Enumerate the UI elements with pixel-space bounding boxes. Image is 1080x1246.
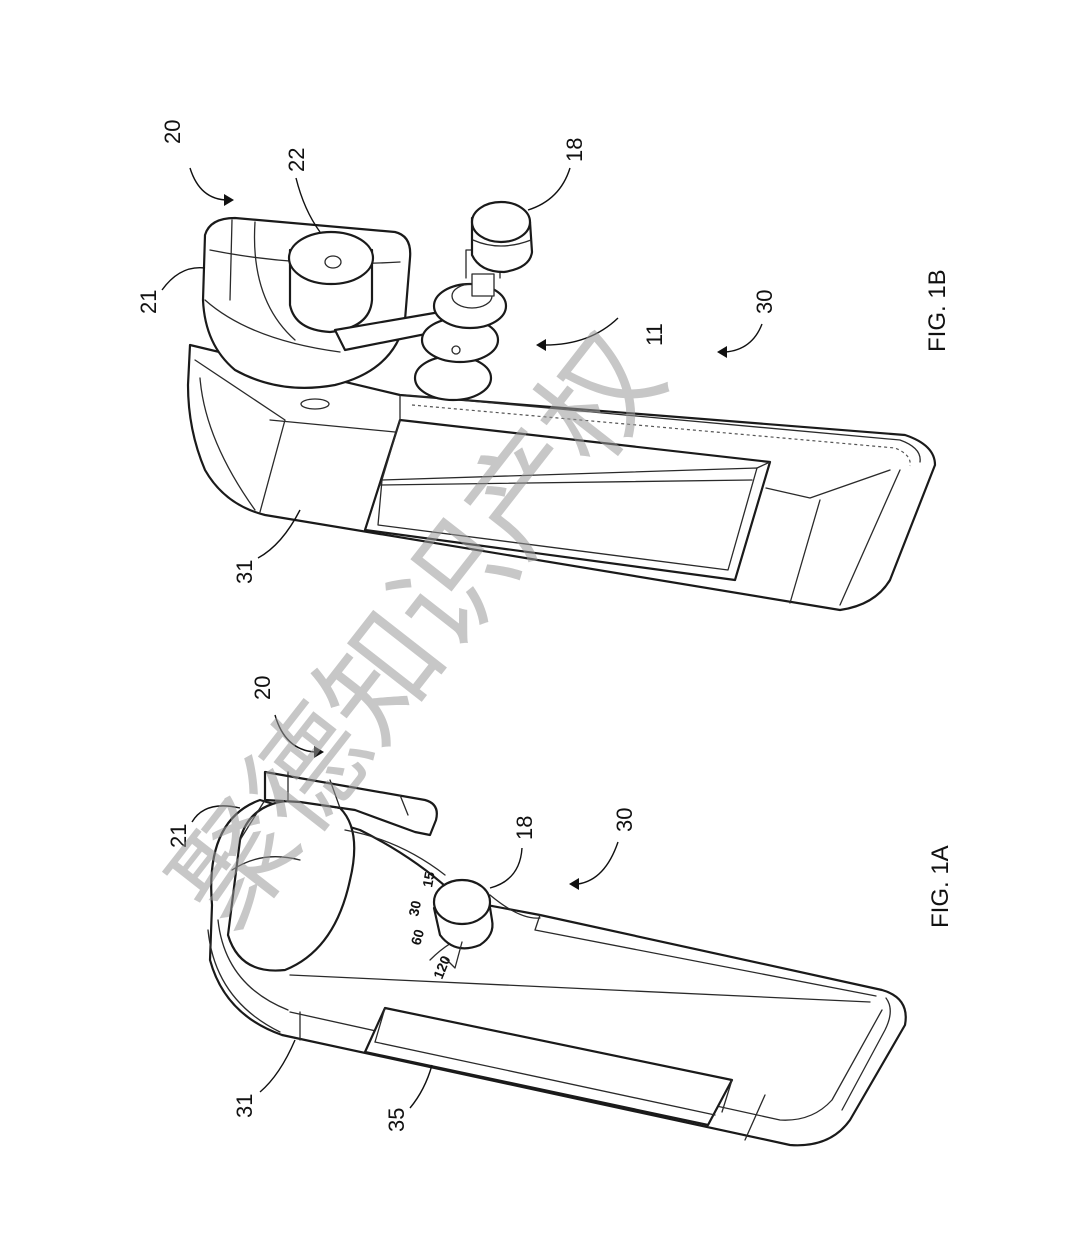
fig-1b-shaft-11 (413, 249, 508, 402)
fig-1b-ref-22: 22 (284, 148, 309, 172)
fig-1b-ref-20: 20 (160, 120, 185, 144)
fig-1a-ref-20: 20 (250, 676, 275, 700)
fig-1b-ref-30: 30 (752, 290, 777, 314)
fig-1a-ref-21: 21 (166, 824, 191, 848)
fig-1a-dial-60: 60 (408, 927, 428, 947)
fig-1a-device: 15 30 60 120 (207, 770, 907, 1147)
fig-1a-window-35 (363, 1006, 734, 1127)
fig-1a-dial-30: 30 (405, 899, 424, 918)
fig-1b-knob-22 (287, 230, 375, 334)
fig-1a-knob-18 (432, 878, 494, 969)
fig-1a-caption: FIG. 1A (927, 845, 954, 928)
fig-1a-handle-body (208, 798, 907, 1147)
fig-1b-ref-21: 21 (136, 290, 161, 314)
fig-1b-ref-11: 11 (642, 323, 667, 346)
fig-1a-ref-35: 35 (384, 1108, 409, 1132)
fig-1b-device (186, 200, 937, 612)
fig-1a-ref-31: 31 (232, 1094, 257, 1118)
fig-1b-callouts: 20 22 18 21 11 30 31 FIG. 1B (136, 120, 951, 584)
fig-1a-callouts: 20 21 18 30 31 35 FIG. 1A (166, 676, 954, 1132)
fig-1a-housing-20 (263, 770, 438, 837)
fig-1a-dial-15: 15 (419, 870, 437, 888)
fig-1b-button-18 (470, 200, 534, 274)
fig-1b-ref-18: 18 (562, 138, 587, 162)
fig-1a-ref-30: 30 (612, 808, 637, 832)
fig-1a-ref-18: 18 (512, 816, 537, 840)
fig-1b-ref-31: 31 (232, 560, 257, 584)
fig-1b-recess (363, 418, 772, 582)
fig-1b-caption: FIG. 1B (924, 269, 951, 352)
fig-1a-housing-21 (226, 798, 356, 972)
